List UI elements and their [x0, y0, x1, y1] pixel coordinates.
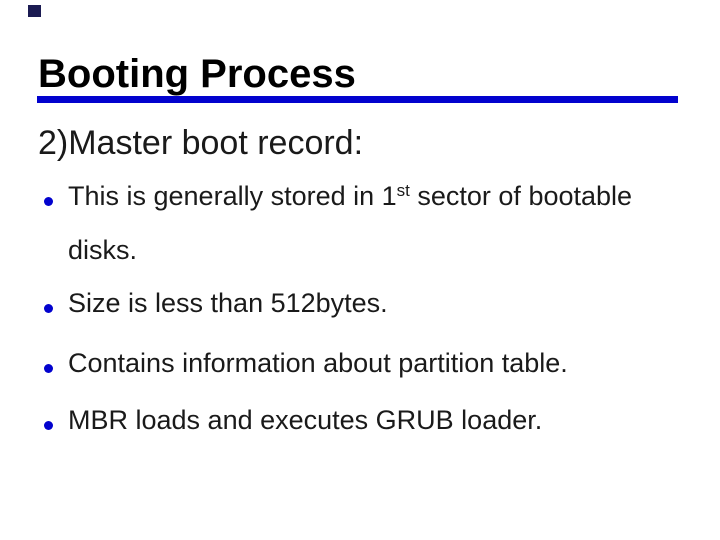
bullet-icon: [44, 197, 53, 206]
list-item: This is generally stored in 1st sector o…: [38, 171, 680, 275]
section-heading: 2)Master boot record:: [38, 124, 364, 162]
bullet-text: sector of bootable disks.: [68, 181, 633, 265]
list-item: Contains information about partition tab…: [38, 338, 680, 388]
corner-square: [28, 5, 41, 17]
bullet-text: MBR loads and executes GRUB loader.: [68, 405, 543, 435]
list-item: Size is less than 512bytes.: [38, 278, 680, 328]
title-divider: [37, 96, 678, 103]
bullet-icon: [44, 421, 53, 430]
bullet-list: This is generally stored in 1st sector o…: [38, 0, 698, 540]
page-title: Booting Process: [38, 52, 356, 96]
bullet-icon: [44, 364, 53, 373]
superscript-ordinal: st: [396, 181, 410, 200]
bullet-text: Contains information about partition tab…: [68, 348, 568, 378]
bullet-icon: [44, 304, 53, 313]
list-item: MBR loads and executes GRUB loader.: [38, 395, 680, 445]
bullet-text: Size is less than 512bytes.: [68, 288, 388, 318]
bullet-text: This is generally stored in 1: [68, 181, 397, 211]
